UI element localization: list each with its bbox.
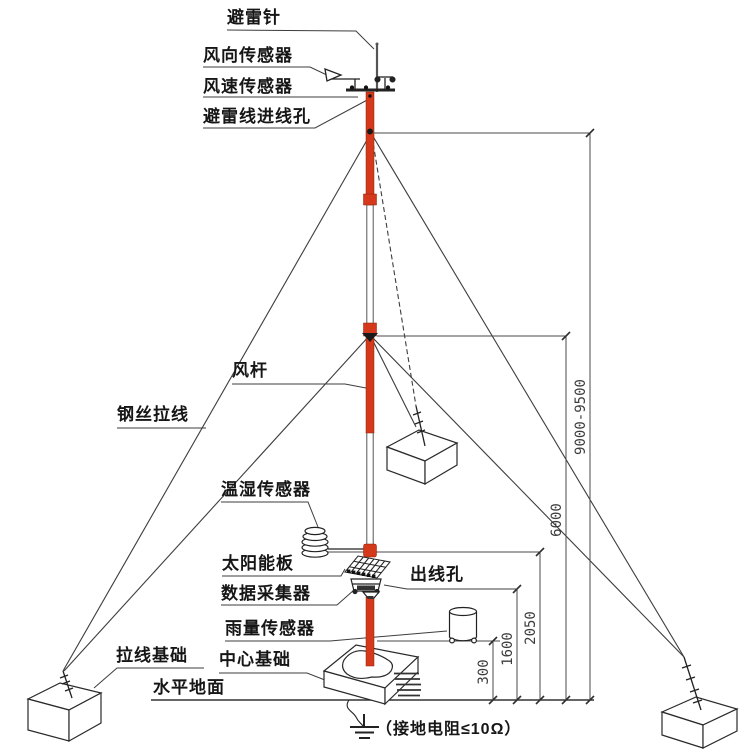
- guy-wire-top-center: [371, 135, 417, 407]
- data-logger-graphic: [350, 578, 382, 599]
- label-center-foundation: 中心基础: [219, 650, 291, 669]
- pole-red-cap: [363, 543, 377, 558]
- guy-wire-mid-right: [369, 334, 685, 658]
- label-grounding-note: （接地电阻≤10Ω）: [376, 721, 522, 738]
- solar-panel-graphic: [344, 555, 391, 579]
- guy-wire-mid-left: [63, 334, 371, 672]
- guy-anchor-block-middle: [385, 429, 459, 486]
- turnbuckle-right: [681, 656, 703, 711]
- guy-wire-top-right: [370, 132, 685, 658]
- label-rain-sensor: 雨量传感器: [225, 619, 315, 638]
- earth-symbol: [350, 714, 379, 739]
- label-wind-direction-sensor: 风向传感器: [203, 46, 293, 65]
- label-wire-outlet-hole: 出线孔: [410, 565, 464, 584]
- pole-red-segment-1: [365, 91, 375, 206]
- guy-anchor-block-right: [660, 696, 739, 749]
- label-lightning-rod: 避雷针: [227, 8, 281, 27]
- grounding-electrode-coil: [394, 672, 421, 697]
- label-wind-pole: 风杆: [232, 361, 268, 380]
- dimension-solar-panel: 2050: [523, 611, 539, 645]
- dimension-lines: [328, 132, 591, 700]
- anemometer-cups: [374, 76, 396, 89]
- dimension-middle-guy: 6000: [549, 503, 565, 537]
- label-temp-humidity-sensor: 温湿传感器: [221, 480, 311, 499]
- label-steel-wire-guy: 钢丝拉线: [117, 405, 189, 424]
- guy-attachment-mid: [362, 333, 378, 342]
- label-level-ground: 水平地面: [153, 678, 225, 697]
- dimension-outlet-hole: 1600: [500, 632, 516, 666]
- grounding: [346, 699, 379, 739]
- temp-humidity-coil: [301, 526, 366, 558]
- label-data-logger: 数据采集器: [221, 584, 311, 603]
- turnbuckle-left: [59, 670, 74, 699]
- pole-red-segment-2: [365, 334, 375, 434]
- label-lightning-wire-entry: 避雷线进线孔: [203, 107, 311, 126]
- dimension-total-height: 9000-9500: [573, 379, 589, 455]
- wire-entry-hole: [368, 94, 372, 98]
- label-wind-speed-sensor: 风速传感器: [203, 77, 293, 96]
- leader-lines: [93, 29, 517, 689]
- pole-red-segment-3: [365, 596, 375, 667]
- turnbuckle-middle: [412, 405, 426, 447]
- label-solar-panel: 太阳能板: [222, 554, 294, 573]
- mast: [324, 42, 396, 667]
- guy-attachment-top: [367, 128, 373, 135]
- guy-wires: [62, 132, 685, 672]
- rain-gauge: [448, 606, 478, 644]
- wind-vane: [324, 67, 360, 89]
- center-foundation-block: [322, 644, 420, 706]
- ground-wire: [346, 699, 364, 727]
- guy-wire-mid-center: [370, 336, 417, 428]
- guy-anchor-block-left: [26, 682, 103, 743]
- guy-wire-top-left: [62, 132, 372, 672]
- dimension-rain-sensor: 300: [476, 659, 492, 685]
- label-guy-wire-foundation: 拉线基础: [116, 646, 188, 665]
